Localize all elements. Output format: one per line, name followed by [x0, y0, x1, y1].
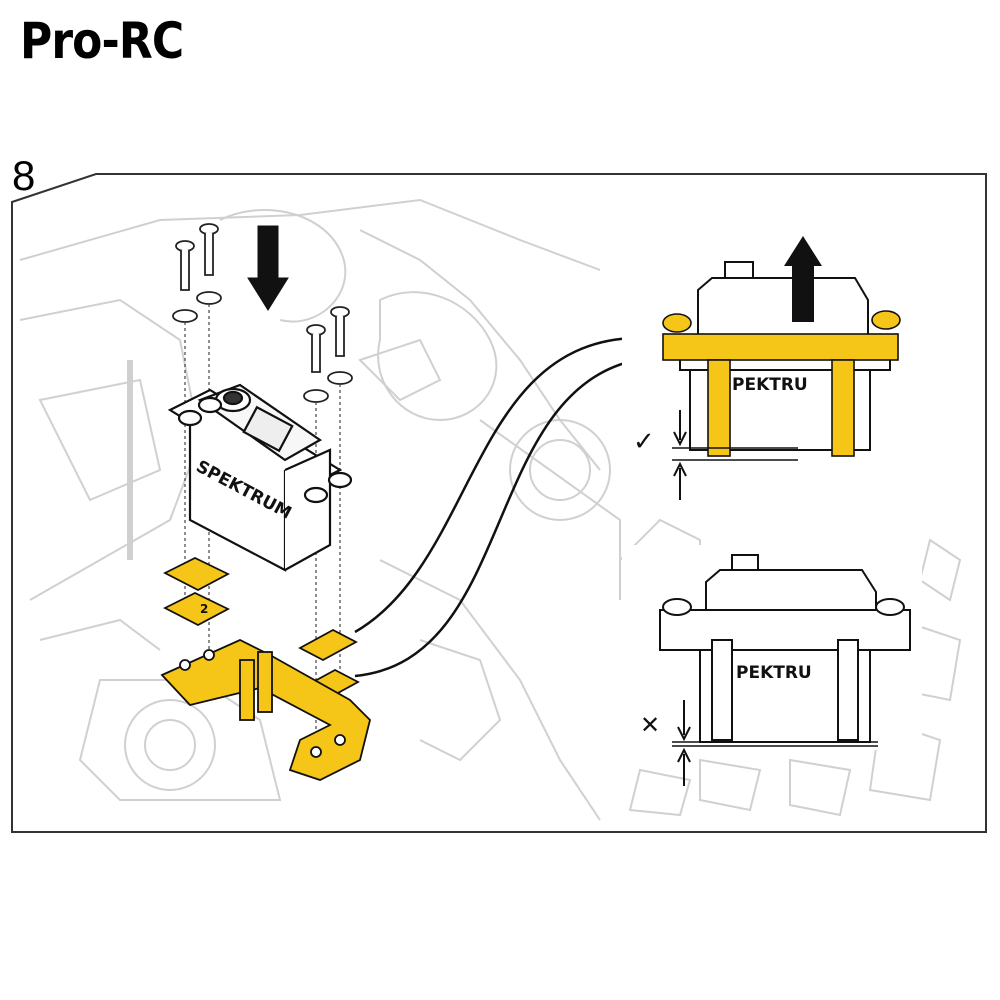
detail-wrong-label: PEKTRU	[736, 663, 812, 683]
brand-logo: Pro-RC	[20, 12, 184, 70]
servo	[167, 383, 353, 572]
screws	[172, 223, 353, 403]
step-number: 8	[12, 152, 36, 199]
cross-icon: ✕	[640, 711, 660, 739]
diagram-frame	[11, 173, 987, 833]
detail-correct-label: PEKTRU	[732, 375, 808, 395]
connector-line-top	[354, 336, 651, 634]
check-icon: ✓	[633, 427, 655, 457]
chassis-sketch	[19, 198, 962, 821]
connector-line-bottom	[354, 356, 649, 678]
detail-correct: PEKTRU ✓	[622, 228, 901, 500]
arrow-down-icon	[247, 225, 289, 311]
detail-wrong: PEKTRU ✕	[622, 545, 922, 786]
arrow-up-icon	[784, 236, 822, 322]
spacer-label: 2	[200, 602, 208, 616]
spacer-plates	[160, 556, 371, 781]
